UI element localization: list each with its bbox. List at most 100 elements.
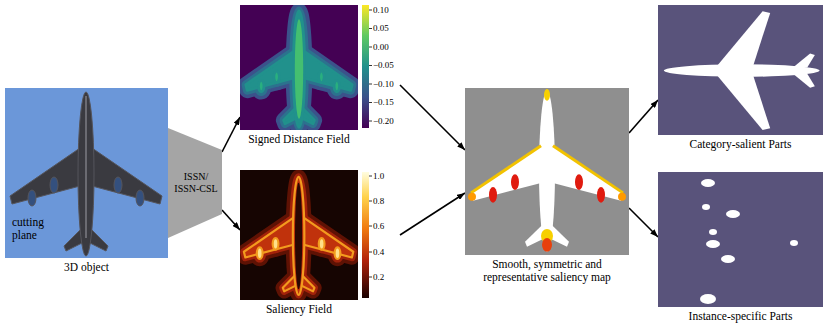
network-name: ISSN/ ISSN-CSL — [171, 171, 221, 195]
colorbar-tick — [369, 28, 372, 29]
instance-parts-figure: Instance-specific Parts — [658, 172, 823, 323]
figure-background — [240, 5, 358, 130]
airplane-model — [10, 92, 162, 256]
colorbar — [362, 172, 369, 298]
label-holder: −0.10 — [373, 79, 394, 90]
tick-label: −0.10 — [373, 79, 394, 90]
tick-label: 0.4 — [373, 247, 384, 258]
plane-engine — [258, 80, 264, 91]
wing-edge-highlight — [553, 146, 623, 193]
figure-background — [5, 88, 168, 258]
plane-engine — [334, 80, 340, 91]
sdf-shape — [246, 11, 352, 127]
plane-part — [303, 217, 353, 257]
label-holder: 1.0 — [373, 171, 384, 182]
plane-part — [793, 53, 815, 67]
plane-engine — [50, 177, 58, 193]
label-holder: 0.8 — [373, 196, 384, 207]
plane-part — [90, 228, 108, 251]
plane-part — [246, 51, 295, 91]
colorbar-tick — [369, 121, 372, 122]
text-holder: cutting plane — [12, 216, 64, 242]
wing-tip-highlight — [468, 193, 476, 201]
engine-part — [702, 204, 710, 210]
flow-arrow — [629, 100, 658, 133]
plane-part — [10, 148, 80, 204]
tick-label: −0.05 — [373, 60, 394, 71]
saliency-shape — [244, 177, 353, 295]
figure-caption: Smooth, symmetric and representative sal… — [465, 258, 629, 284]
plane-part — [551, 224, 569, 247]
label-holder: 0.2 — [373, 272, 384, 283]
plane-engine — [334, 80, 340, 91]
label-holder: 0.6 — [373, 221, 384, 232]
plane-engine — [258, 80, 264, 91]
engine-part — [721, 255, 735, 263]
figure-illustration — [658, 5, 823, 135]
plane-engine — [258, 80, 264, 91]
plane-part — [244, 217, 294, 257]
text-holder: ISSN/ ISSN-CSL — [171, 171, 221, 195]
label-holder: −0.15 — [373, 97, 394, 108]
saliency-core — [295, 183, 302, 290]
plane-engine — [489, 187, 497, 203]
figure-caption: Category-salient Parts — [658, 138, 823, 151]
label-holder: 0.4 — [373, 247, 384, 258]
plane-engine — [335, 247, 341, 259]
plane-engine — [114, 177, 122, 193]
tick-label: 0.10 — [373, 5, 389, 16]
category-parts-figure: Category-salient Parts — [658, 5, 823, 151]
colorbar-tick — [369, 84, 372, 85]
plane-part — [717, 75, 770, 130]
plane-part — [92, 148, 162, 204]
engine-part — [706, 240, 720, 248]
figure-caption: Instance-specific Parts — [658, 310, 823, 323]
plane-engine — [274, 71, 280, 82]
tick-label: 0.6 — [373, 221, 384, 232]
plane-part — [553, 146, 623, 201]
flow-arrow — [400, 193, 465, 235]
plane-engine — [28, 190, 36, 206]
label-holder: −0.20 — [373, 116, 394, 127]
network-trapezoid: ISSN/ ISSN-CSL — [168, 128, 222, 238]
colorbar-tick — [369, 277, 372, 278]
colorbar-tick — [369, 102, 372, 103]
plane-fuselage — [539, 91, 555, 252]
plane-engine — [257, 247, 263, 259]
sdf-core — [295, 19, 303, 118]
figure-illustration — [240, 170, 358, 300]
plane-engine — [319, 238, 325, 250]
plane-engine — [257, 247, 263, 259]
label-holder: 0.10 — [373, 5, 389, 16]
tick-label: −0.15 — [373, 97, 394, 108]
tick-label: 0.2 — [373, 272, 384, 283]
plane-part — [244, 217, 294, 257]
plane-fuselage — [293, 177, 305, 295]
plane-engine — [257, 247, 263, 259]
flow-arrow — [222, 117, 240, 152]
engine-part — [709, 229, 717, 235]
tick-label: −0.20 — [373, 116, 394, 127]
plane-engine — [334, 80, 340, 91]
figure-background — [465, 88, 629, 255]
category-airplane — [664, 11, 820, 130]
colorbar-tick — [369, 252, 372, 253]
plane-engine — [274, 71, 280, 82]
label-holder: 0.05 — [373, 23, 389, 34]
colorbar-tick — [369, 201, 372, 202]
label-holder: −0.05 — [373, 60, 394, 71]
saliency-field-figure: Saliency Field — [240, 170, 400, 316]
figure-note: cutting plane — [12, 216, 64, 242]
plane-part — [303, 217, 353, 257]
colorbar-tick — [369, 65, 372, 66]
saliency-airplane — [468, 89, 626, 252]
plane-fuselage — [293, 177, 305, 295]
plane-engine — [273, 238, 279, 250]
plane-part — [717, 11, 770, 66]
nose-highlight — [544, 89, 550, 101]
plane-engine — [319, 71, 325, 82]
colorbar-tick — [369, 47, 372, 48]
flow-arrow — [222, 210, 240, 230]
figure-illustration — [465, 88, 629, 255]
